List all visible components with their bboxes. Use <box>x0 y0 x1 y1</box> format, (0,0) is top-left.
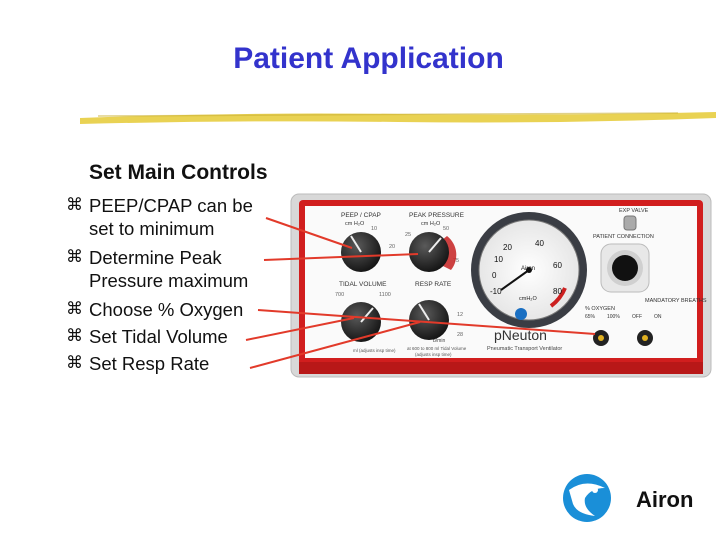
airon-logo <box>563 474 611 522</box>
bullet-icon: ⌘ <box>66 299 83 319</box>
bullet-text: Set Tidal Volume <box>89 326 228 347</box>
resp-label: RESP RATE <box>415 281 452 288</box>
tidal-note-2: (adjusts insp time) <box>415 352 452 357</box>
patient-connection-label: PATIENT CONNECTION <box>593 234 654 240</box>
peak-tick: 25 <box>405 232 411 238</box>
resp-tick: 28 <box>457 332 463 338</box>
gauge-tick: 60 <box>553 261 562 270</box>
exp-valve-label: EXP VALVE <box>619 208 649 214</box>
bullet-text: Determine Peak Pressure maximum <box>89 247 249 291</box>
bullet-text: Choose % Oxygen <box>89 299 244 320</box>
peep-tick: 20 <box>389 244 395 250</box>
device-brand: pNeuton <box>494 327 547 343</box>
tidal-volume-knob[interactable] <box>341 302 381 342</box>
gauge-tick: 0 <box>492 271 497 280</box>
gauge-tick: -10 <box>490 287 502 296</box>
oxygen-high: 100% <box>607 314 620 320</box>
bullet-text: Set Resp Rate <box>89 353 210 374</box>
on-label: ON <box>654 314 662 320</box>
peak-pressure-knob[interactable] <box>409 232 457 272</box>
gauge-unit: cmH₂O <box>519 296 537 302</box>
tidal-tick: 1100 <box>379 292 391 298</box>
title-underline <box>80 112 716 124</box>
tidal-note: at 600 to 800 ml Tidal Volume <box>407 346 467 351</box>
bullet-list: ⌘ PEEP/CPAP can be set to minimum ⌘ Determ… <box>66 194 276 381</box>
gauge-tick: 10 <box>494 255 503 264</box>
slide-title: Patient Application <box>233 42 504 75</box>
bullet-icon: ⌘ <box>66 326 83 346</box>
peep-unit: cm H₂O <box>345 221 365 227</box>
bullet-peak: ⌘ Determine Peak Pressure maximum <box>66 246 276 292</box>
bullet-tidal: ⌘ Set Tidal Volume <box>66 325 276 348</box>
resp-rate-knob[interactable] <box>409 300 449 340</box>
pressure-gauge: -10 0 10 20 40 60 80 Airon cmH₂O <box>471 212 587 328</box>
peak-label: PEAK PRESSURE <box>409 212 465 219</box>
gauge-tick: 40 <box>535 239 544 248</box>
peep-knob[interactable] <box>341 232 381 272</box>
mandatory-breaths-toggle[interactable] <box>637 330 653 346</box>
resp-unit: b/min <box>433 338 445 344</box>
bullet-icon: ⌘ <box>66 247 83 267</box>
peak-tick: 50 <box>443 226 449 232</box>
oxygen-low: 65% <box>585 314 596 320</box>
tidal-note-3: ml (adjusts insp time) <box>353 348 396 353</box>
bullet-peep: ⌘ PEEP/CPAP can be set to minimum <box>66 194 276 240</box>
oxygen-toggle[interactable] <box>593 330 609 346</box>
tidal-label: TIDAL VOLUME <box>339 281 387 288</box>
peak-unit: cm H₂O <box>421 221 441 227</box>
ventilator-image: PEEP / CPAP cm H₂O PEAK PRESSURE cm H₂O … <box>290 193 712 378</box>
bullet-text: PEEP/CPAP can be set to minimum <box>89 195 253 239</box>
logo-text: Airon <box>636 487 694 512</box>
bullet-oxygen: ⌘ Choose % Oxygen <box>66 298 276 321</box>
bullet-icon: ⌘ <box>66 195 83 215</box>
mandatory-label: MANDATORY BREATHS <box>645 298 707 304</box>
peep-label: PEEP / CPAP <box>341 212 381 219</box>
oxygen-label: % OXYGEN <box>585 306 615 312</box>
off-label: OFF <box>632 314 642 320</box>
tidal-tick: 700 <box>335 292 344 298</box>
gauge-tick: 20 <box>503 243 512 252</box>
patient-connection-port[interactable] <box>600 243 650 293</box>
resp-tick: 12 <box>457 312 463 318</box>
section-heading: Set Main Controls <box>89 161 268 184</box>
peak-tick: 75 <box>453 258 459 264</box>
bullet-resp: ⌘ Set Resp Rate <box>66 352 276 375</box>
gauge-tick: 80 <box>553 287 562 296</box>
bullet-icon: ⌘ <box>66 353 83 373</box>
device-subtitle: Pneumatic Transport Ventilator <box>487 346 562 352</box>
peep-tick: 10 <box>371 226 377 232</box>
